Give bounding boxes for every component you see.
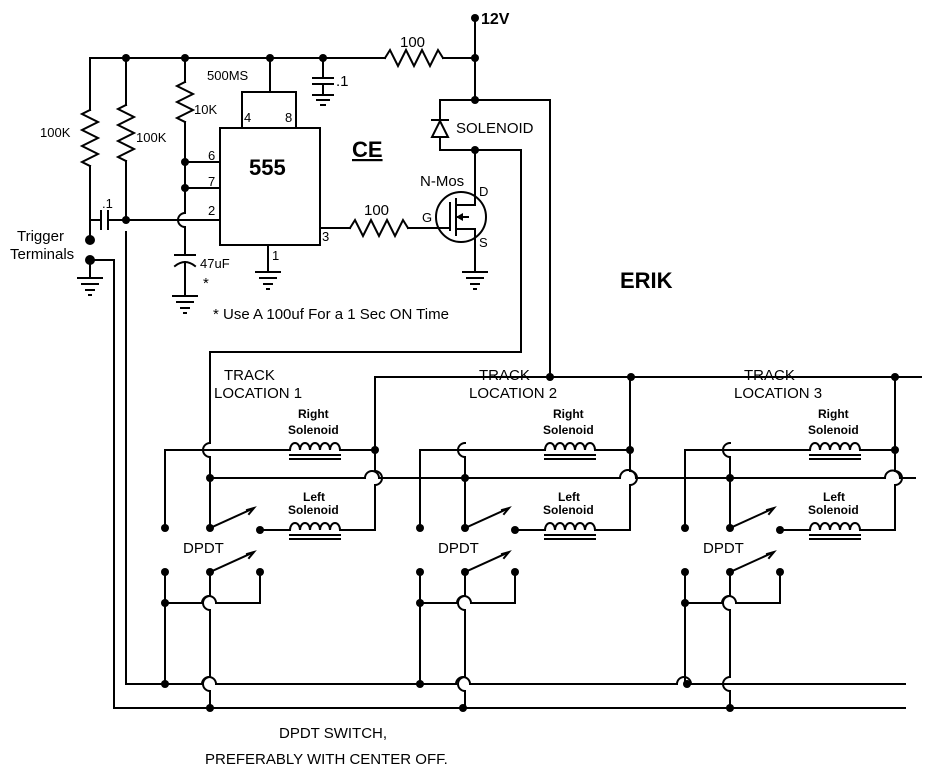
timing-resistor-label: 10K [194,102,217,117]
right-solenoid-label-2: Solenoid [808,423,859,437]
left-solenoid-label-2: Solenoid [288,503,339,517]
timing-resistor [174,80,196,124]
left-solenoid-coil [543,522,597,540]
gate-label: G [422,210,432,225]
drain-label: D [479,184,488,199]
right-solenoid-coil [543,442,597,460]
trigger-label-line2: Terminals [10,246,74,263]
pin-4-label: 4 [244,110,251,125]
pullup-b-label: 100K [136,130,167,145]
source-label: S [479,235,488,250]
right-solenoid-label-1: Right [553,407,584,421]
track-title: TRACK [479,367,530,384]
left-solenoid-coil [288,522,342,540]
pin-6-label: 6 [208,148,215,163]
pullup-resistor-a [79,108,101,168]
flyback-diode [430,118,450,138]
coupling-cap-label: .1 [102,196,113,211]
right-solenoid-label-1: Right [298,407,329,421]
timer-circuit: 12V 100 .1 500MS 555 4 8 6 7 2 3 1 [10,11,673,444]
pullup-a-label: 100K [40,125,71,140]
timing-cap-label: 47uF [200,256,230,271]
ce-mark: CE [352,137,383,162]
right-solenoid-coil [288,442,342,460]
supply-voltage-label: 12V [481,11,510,28]
trigger-label-line1: Trigger [17,228,64,245]
pin-3-label: 3 [322,229,329,244]
chip-label: 555 [249,155,286,180]
dpdt-switch-label: DPDT [183,540,224,557]
gate-resistor [348,217,410,239]
right-solenoid-coil [808,442,862,460]
supply-resistor [383,47,445,69]
timing-note: * Use A 100uf For a 1 Sec ON Time [213,306,449,323]
left-solenoid-label-2: Solenoid [543,503,594,517]
pullup-resistor-b [115,103,137,163]
left-solenoid-label-1: Left [558,490,580,504]
gate-resistor-label: 100 [364,202,389,219]
track-location-label: LOCATION 1 [214,385,302,402]
right-solenoid-label-2: Solenoid [288,423,339,437]
pin-1-label: 1 [272,248,279,263]
pin-2-label: 2 [208,203,215,218]
right-solenoid-label-2: Solenoid [543,423,594,437]
dpdt-switch-label: DPDT [703,540,744,557]
supply-resistor-label: 100 [400,34,425,51]
right-solenoid-label-1: Right [818,407,849,421]
timer-555-chip [219,127,321,246]
track-title: TRACK [224,367,275,384]
footer-line2: PREFERABLY WITH CENTER OFF. [205,751,448,768]
solenoid-label: SOLENOID [456,120,534,137]
nmos-transistor [435,191,487,243]
left-solenoid-coil [808,522,862,540]
track-wiring [89,231,922,712]
track-title: TRACK [744,367,795,384]
pulse-width-label: 500MS [207,68,249,83]
left-solenoid-label-1: Left [823,490,845,504]
footer-line1: DPDT SWITCH, [279,725,387,742]
left-solenoid-label-2: Solenoid [808,503,859,517]
bypass-cap-label: .1 [336,73,349,90]
track-location-label: LOCATION 3 [734,385,822,402]
nmos-label: N-Mos [420,173,464,190]
dpdt-switch-label: DPDT [438,540,479,557]
track-location-label: LOCATION 2 [469,385,557,402]
left-solenoid-label-1: Left [303,490,325,504]
pin-8-label: 8 [285,110,292,125]
pin-7-label: 7 [208,174,215,189]
timing-cap-footnote-mark: * [203,275,209,292]
author-label: ERIK [620,268,673,293]
